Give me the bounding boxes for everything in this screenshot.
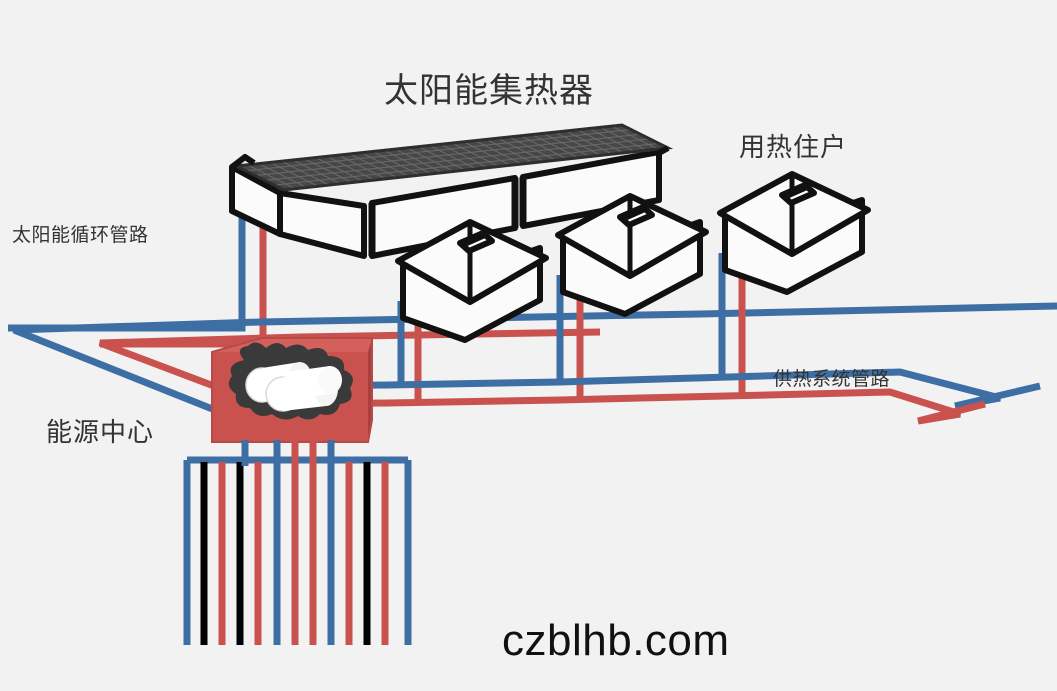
label-solar-loop-pipe: 太阳能循环管路 <box>12 225 149 246</box>
collector-edge-right <box>657 145 670 156</box>
borehole-risers <box>200 443 389 645</box>
collector-ridge-left <box>230 154 256 170</box>
house-2 <box>555 193 709 317</box>
label-solar-collector: 太阳能集热器 <box>384 72 594 110</box>
energy-center-to-borehole-pipes <box>241 430 335 466</box>
heating-system-mains <box>267 368 1041 425</box>
solar-collector <box>229 123 674 259</box>
energy-center-tanks <box>245 362 342 412</box>
house3-skylight-bar <box>787 187 807 199</box>
tank-3-end <box>318 366 342 394</box>
collector-segment-1 <box>229 164 367 259</box>
label-energy-center: 能源中心 <box>46 417 155 447</box>
house2-skylight-bar <box>625 209 645 221</box>
house1-skylight-bar <box>465 235 485 247</box>
borehole-field <box>183 443 412 645</box>
energy-center-outline <box>211 337 373 443</box>
collector-roof-grid-cross <box>247 125 661 190</box>
left-chevron-loops <box>12 302 1057 433</box>
heating-return-main-blue <box>267 368 1041 410</box>
energy-center <box>211 337 373 443</box>
house-3 <box>717 171 871 295</box>
collector-seg1-front <box>277 190 367 259</box>
watermark-site: czblhb.com <box>502 616 730 665</box>
label-heating-system-pipe: 供热系统管路 <box>773 369 891 390</box>
label-heat-users: 用热住户 <box>739 132 848 162</box>
solar-loop-piping <box>8 172 267 348</box>
heating-supply-main-red <box>267 388 986 425</box>
house-1 <box>395 219 549 343</box>
solar-return-pipe-blue <box>8 172 246 332</box>
